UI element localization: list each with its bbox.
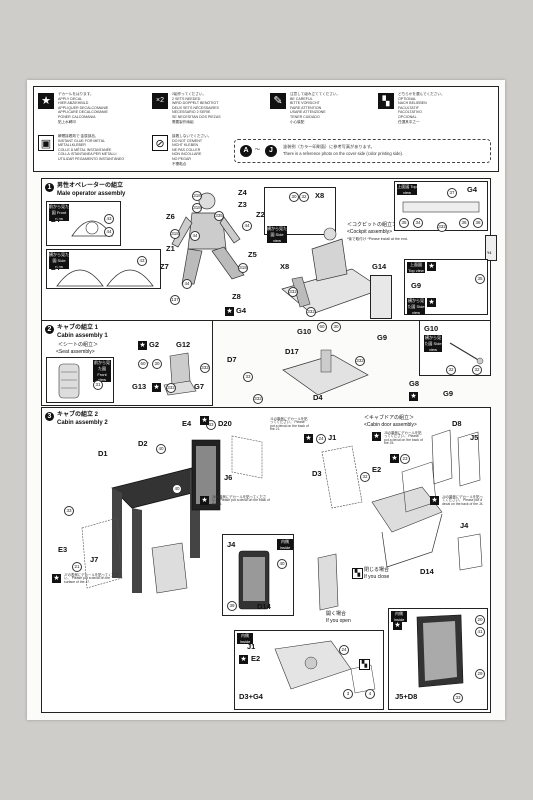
j4-detail-box: J4 内側 Inside 40 39 D14 bbox=[222, 534, 294, 616]
instruction-sheet: ★ デカールをはります。 APPLY DECAL HIER ABZIEHBILD… bbox=[27, 80, 505, 720]
g9-detail-box: 上面図 Top view ★ G9 35 横から見た図 Side view ★ bbox=[404, 259, 488, 315]
legend-panel: ★ デカールをはります。 APPLY DECAL HIER ABZIEHBILD… bbox=[33, 86, 499, 172]
j4-door-drawing bbox=[238, 550, 270, 610]
step1-title-jp: 男性オペレーターの組立 bbox=[57, 183, 124, 189]
j5-detail-box: 内側 Inside ★ 20 41 29 33 J5+D8 bbox=[388, 608, 488, 710]
top-view-tag: 横から見た図 Side view bbox=[267, 226, 287, 243]
decal-note-j6: J6の裏側にデカールを貼ってください。 Please put a decal o… bbox=[212, 495, 270, 506]
open-label-en: If you open bbox=[326, 618, 351, 624]
cockpit-assembly-en: <Cockpit assembly> bbox=[347, 229, 393, 235]
j1-detail-box: 内側 Inside J1 ★ E2 24 ▚ 3 4 D3+G4 bbox=[234, 630, 384, 710]
ref-note-jp: 塗装例（カラー印刷面）に参考写真があります。 bbox=[283, 144, 375, 149]
legend-decal-jp: デカールをはります。 bbox=[58, 92, 94, 96]
ref-note-en: There is a reference photo on the cover … bbox=[283, 151, 404, 156]
top-view-drawing bbox=[402, 201, 480, 213]
step1-number: 1 bbox=[45, 183, 54, 192]
optional-checker-icon: ▚ bbox=[378, 93, 394, 109]
side-view-tag: 横から見た図 Side view bbox=[49, 252, 69, 269]
j4-glass-drawing bbox=[457, 533, 483, 571]
careful-brush-icon: ✎ bbox=[270, 93, 286, 109]
close-optional-icon: ▚ bbox=[352, 568, 363, 579]
front-view-box: 前から見た図 Front view Z4 43 44 bbox=[46, 201, 121, 246]
range-end-badge: J bbox=[265, 145, 277, 157]
legend-sets: ×2 2組作ってください。 2 SETS NEEDED WIRD DOPPELT… bbox=[152, 92, 267, 133]
cockpit-drawing bbox=[281, 227, 383, 315]
j5-window-drawing bbox=[431, 429, 481, 487]
helmet-front-drawing bbox=[71, 220, 113, 237]
step2-panel: 2 キャブの組立 1 Cabin assembly 1 ＜シートの組立＞ <Se… bbox=[41, 320, 213, 406]
legend-careful: ✎ 注意して組み立ててください。 BE CAREFUL BITTE VORSIC… bbox=[270, 92, 385, 133]
range-start-badge: A bbox=[240, 145, 252, 157]
decal-note-j7: J7の表側にデカールを貼ってください。 Please put a decal o… bbox=[64, 573, 119, 584]
cockpit-side-box: 横から見た図 Side view X8 32 30 bbox=[264, 187, 336, 243]
legend-metal-glue: ▣ 瞬間接着剤で 金属部品、 INSTANT GLUE FOR METAL ME… bbox=[38, 134, 153, 175]
g10-drawing bbox=[449, 342, 484, 365]
step1-title-en: Male operator assembly bbox=[57, 191, 126, 197]
legend-decal: ★ デカールをはります。 APPLY DECAL HIER ABZIEHBILD… bbox=[38, 92, 153, 133]
decal-note-j4: J4の裏側にデカールを貼ってください。 Please put a decal o… bbox=[442, 495, 484, 506]
cab-frame-drawing bbox=[81, 467, 213, 594]
door-panel-drawing bbox=[191, 439, 221, 511]
seat-front-drawing bbox=[58, 363, 80, 399]
top-view-box: 上面図 Top view G4 37 35 34 36 38 332 bbox=[394, 181, 488, 232]
no-cement-icon: ⊘ bbox=[152, 135, 168, 151]
two-sets-icon: ×2 bbox=[152, 93, 168, 109]
door-swing-drawing bbox=[317, 553, 339, 611]
decal-note-j1: J1の裏側にデカールを貼ってください。 Please put a decal o… bbox=[270, 417, 309, 432]
y4-tab: Y4 bbox=[485, 235, 497, 261]
g8-part-drawing bbox=[370, 275, 392, 319]
cockpit-floor-drawing bbox=[282, 349, 369, 396]
final-assembly-label-2: J5+D8 bbox=[395, 692, 418, 701]
decal-note-j5: J5の裏側にデカールを貼ってください。 Please put a decal o… bbox=[384, 431, 423, 446]
legend-no-cement: ⊘ 接着しないでください。 DO NOT CEMENT NICHT KLEBEN… bbox=[152, 134, 267, 175]
final-assembly-label-1: D3+G4 bbox=[239, 692, 263, 701]
seat-front-box: 前から見た図 Front view 31 bbox=[46, 357, 114, 403]
step1-panel: 1 男性オペレーターの組立 Male operator assembly 前から… bbox=[41, 178, 497, 321]
j5-door-drawing bbox=[416, 614, 464, 688]
cockpit-decal-star: ★ bbox=[225, 307, 234, 316]
cab-body-drawing bbox=[321, 445, 443, 568]
cabin-door-assembly-jp: ＜キャブドアの組立＞ bbox=[364, 415, 415, 421]
front-view-tag: 前から見た図 Front view bbox=[49, 204, 69, 221]
legend-optional: ▚ どちらかを選んでください。 OPTIONAL NACH BELIEBEN F… bbox=[378, 92, 493, 133]
cockpit-lower-area: D7 D17 G10 D4 60 30 33 332 332 G9 G8 ★ G… bbox=[213, 320, 491, 406]
step3-panel: 3 キャブの組立 2 Cabin assembly 2 D1 D2 E4 D20… bbox=[41, 407, 491, 713]
install-later-note: *後で取付け *Please install at the end. bbox=[347, 237, 408, 241]
cockpit-interior-drawing bbox=[274, 640, 376, 694]
decal-star-icon: ★ bbox=[38, 93, 54, 109]
g10-detail-box: G10 横から見た図 Side view 32 32 bbox=[419, 320, 491, 376]
side-view-box: 横から見た図 Side view Z4 43 bbox=[46, 249, 161, 289]
close-label-jp: 閉じる場合 bbox=[364, 567, 390, 573]
cockpit-assembly-jp: ＜コクピットの組立＞ bbox=[347, 222, 398, 228]
cabin-door-assembly-en: <Cabin door assembly> bbox=[364, 422, 417, 428]
metal-glue-icon: ▣ bbox=[38, 135, 54, 151]
d20-panel-drawing bbox=[231, 435, 263, 479]
reference-photo-note: A ～ J 塗装例（カラー印刷面）に参考写真があります。 There is a … bbox=[234, 139, 491, 163]
helmet-side-drawing bbox=[56, 269, 154, 287]
open-label-jp: 開く場合 bbox=[326, 611, 347, 617]
close-label-en: If you close bbox=[364, 574, 390, 580]
